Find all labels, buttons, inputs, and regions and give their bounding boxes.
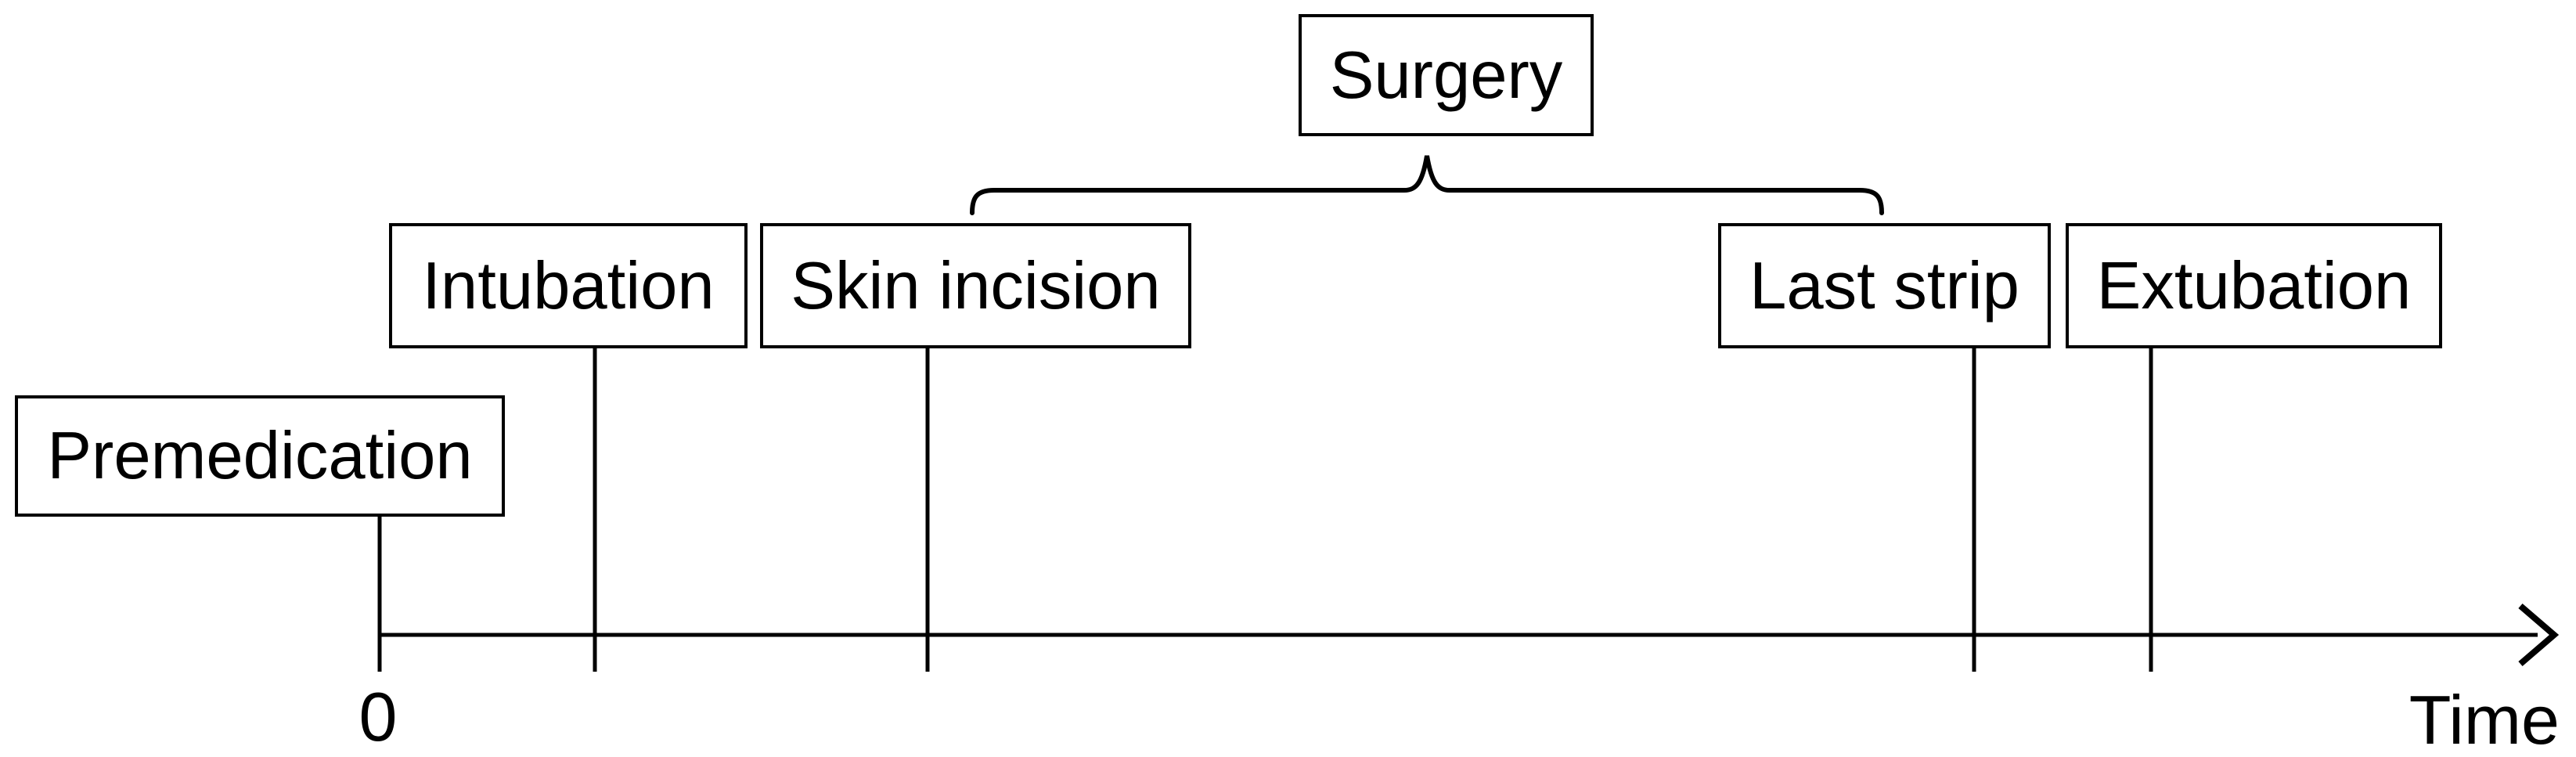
skin-incision-label: Skin incision [791,248,1161,323]
last-strip-label: Last strip [1749,248,2019,323]
intubation-event-box: Intubation [389,223,748,348]
axis-time-label: Time [2408,681,2560,757]
extubation-label: Extubation [2096,248,2412,323]
last-strip-event-box: Last strip [1718,223,2051,348]
skin-incision-event-box: Skin incision [760,223,1191,348]
premedication-label: Premedication [47,419,473,493]
premedication-event-box: Premedication [15,395,505,517]
extubation-event-box: Extubation [2066,223,2442,348]
surgery-phase-box: Surgery [1299,14,1594,136]
axis-arrowhead-icon [2518,603,2560,667]
surgery-phase-label: Surgery [1329,38,1563,113]
axis-origin-tick-label: 0 [358,678,398,755]
surgery-brace [970,155,1884,215]
intubation-label: Intubation [422,248,715,323]
